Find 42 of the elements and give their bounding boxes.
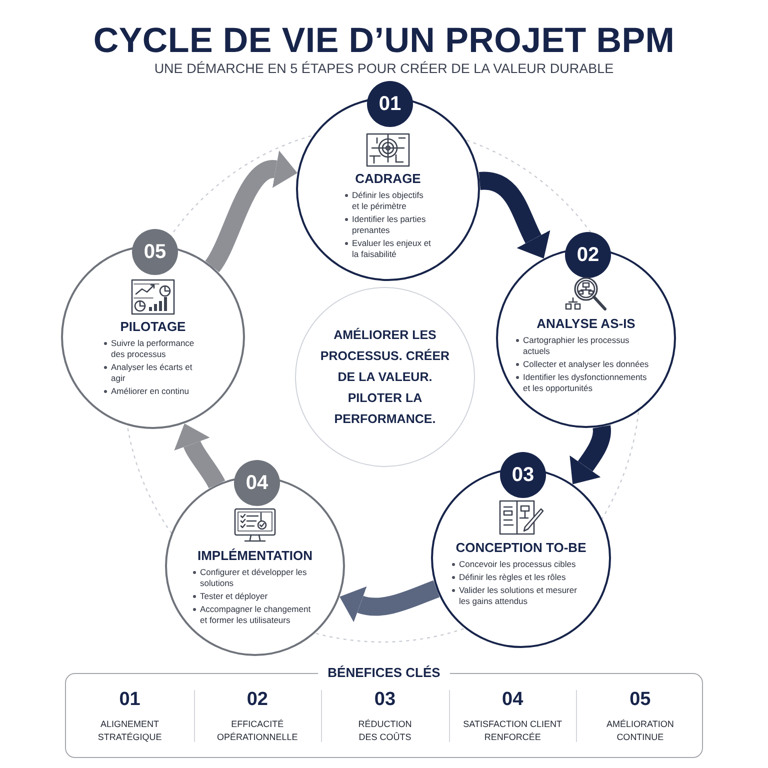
step-title: CONCEPTION TO-BE — [456, 540, 586, 556]
bullet-text: Valider les solutions et mesurer les gains attendus — [459, 585, 578, 607]
step-title: PILOTAGE — [120, 319, 186, 335]
bullet-text: Tester et déployer — [200, 591, 268, 602]
step-number-badge: 02 — [565, 232, 611, 278]
step-number-badge: 04 — [234, 460, 280, 506]
subtitle: UNE DÉMARCHE EN 5 ÉTAPES POUR CRÉER DE LA VALEUR DURABLE — [154, 60, 614, 78]
bullet-text: Evaluer les enjeux et la faisabilité — [352, 238, 431, 260]
title: CYCLE DE VIE D’UN PROJET BPM — [93, 20, 675, 61]
step-number-badge: 03 — [500, 452, 546, 498]
bullet-text: Concevoir les processus cibles — [459, 559, 576, 570]
bullet-text: Suivre la performance des processus — [111, 338, 196, 360]
benefit-label: AMÉLIORATION CONTINUE — [606, 718, 675, 744]
bullet-text: Cartographier les processus actuels — [523, 335, 630, 357]
benefit-label: EFFICACITÉ OPÉRATIONNELLE — [216, 718, 299, 744]
bullet-text: Définir les règles et les rôles — [459, 572, 566, 583]
bullet-text: Identifier les dysfonctionnements et les opportunités — [523, 372, 648, 394]
arrow — [480, 172, 550, 259]
benefit-label: RÉDUCTION DES COÛTS — [357, 718, 413, 744]
bullet-text: Améliorer en continu — [111, 386, 189, 397]
benefit-number: 05 — [630, 688, 651, 712]
bullet-text: Configurer et développer les solutions — [200, 567, 308, 589]
arrow — [204, 150, 298, 272]
step-title: ANALYSE AS-IS — [536, 316, 636, 332]
bullet-text: Collecter et analyser les données — [523, 359, 649, 370]
bullet-text: Définir les objectifs et le périmètre — [352, 190, 424, 212]
bullet-text: Analyser les écarts et agir — [111, 362, 194, 384]
arrow — [339, 580, 440, 623]
benefit-number: 02 — [246, 688, 268, 712]
bullet-text: Identifier les parties prenantes — [352, 214, 427, 236]
benefit-number: 01 — [119, 688, 140, 712]
benefit-number: 03 — [374, 688, 396, 712]
center-statement: AMÉLIORER LES PROCESSUS. CRÉER DE LA VALEUR. PILOTER LA PERFORMANCE. — [319, 326, 451, 428]
step-number-badge: 01 — [367, 81, 413, 127]
step-title: CADRAGE — [355, 171, 421, 187]
benefit-label: ALIGNEMENT STRATÉGIQUE — [96, 718, 163, 744]
step-title: IMPLÉMENTATION — [197, 548, 313, 564]
benefit-label: SATISFACTION CLIENT RENFORCÉE — [462, 718, 564, 744]
bullet-text: Accompagner le changement et former les utilisateurs — [200, 604, 312, 626]
arrow — [174, 424, 225, 489]
step-number-badge: 05 — [132, 229, 178, 275]
benefit-number: 04 — [502, 688, 524, 712]
